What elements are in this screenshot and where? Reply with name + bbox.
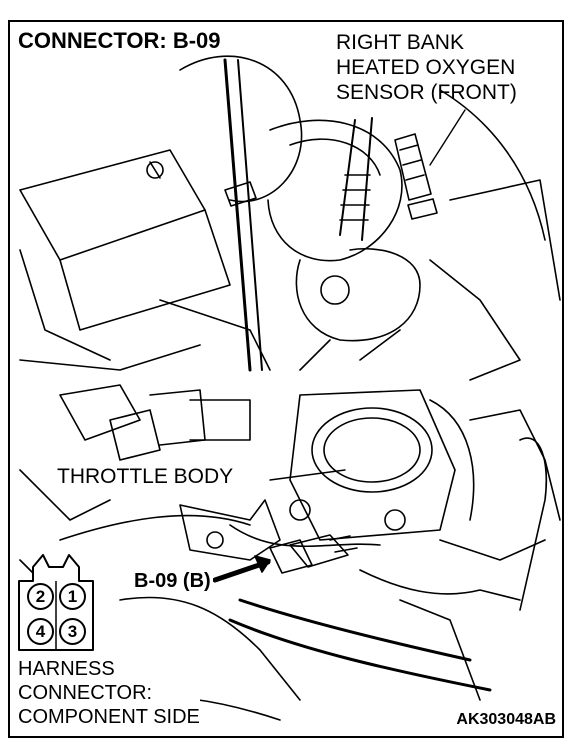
sensor-leader	[429, 109, 466, 166]
b09-arrowhead	[254, 555, 271, 573]
harness-label: HARNESS CONNECTOR: COMPONENT SIDE	[18, 657, 200, 729]
sensor-label-line-1: RIGHT BANK	[336, 31, 464, 54]
harness-pin-3: 3	[59, 618, 86, 645]
sensor-label-line-3: SENSOR (FRONT)	[336, 81, 517, 104]
throttle-bore	[311, 407, 433, 493]
upper-sensor-plug	[224, 181, 257, 207]
throttle-leader	[269, 469, 346, 481]
harness-connector: 2 1 4 3	[16, 553, 96, 653]
upper-bracket	[19, 149, 206, 261]
throttle-body-label: THROTTLE BODY	[55, 465, 236, 488]
harness-label-line-3: COMPONENT SIDE	[18, 706, 200, 728]
figure-code: AK303048AB	[454, 711, 558, 728]
harness-pin-4: 4	[27, 618, 54, 645]
harness-pin-1: 1	[59, 583, 86, 610]
harness-label-line-2: CONNECTOR:	[18, 682, 153, 704]
harness-label-line-1: HARNESS	[18, 658, 115, 680]
connector-callout: B-09 (B)	[132, 570, 213, 592]
upper-bracket-plate	[295, 247, 421, 342]
diagram-frame	[8, 20, 564, 738]
sensor-label-line-2: HEATED OXYGEN	[336, 56, 516, 79]
oxygen-sensor-body	[394, 133, 432, 201]
connector-title: CONNECTOR: B-09	[18, 28, 221, 53]
exhaust-manifold	[267, 119, 403, 262]
sensor-label: RIGHT BANK HEATED OXYGEN SENSOR (FRONT)	[336, 30, 517, 105]
harness-pin-2: 2	[27, 583, 54, 610]
throttle-housing	[289, 389, 456, 541]
hose-upper	[179, 55, 303, 203]
